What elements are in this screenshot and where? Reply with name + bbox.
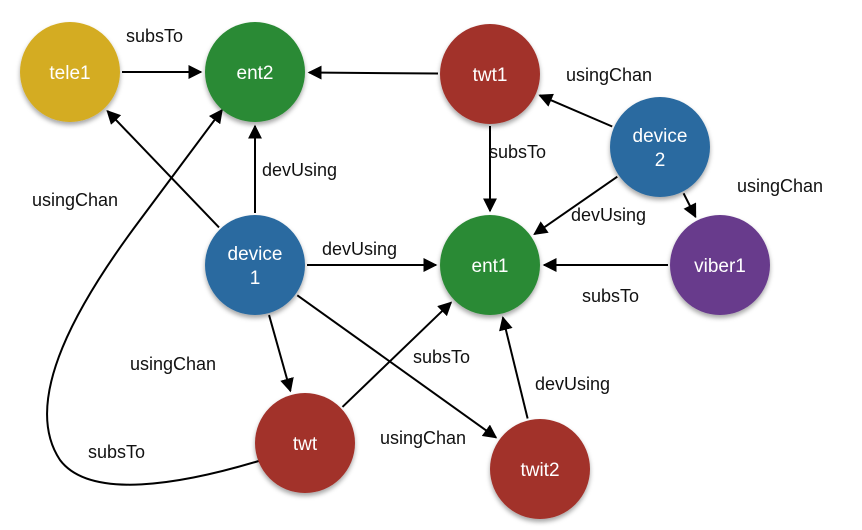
edge-device2-to-twt1: [538, 93, 613, 128]
node-label-ent2: ent2: [237, 63, 274, 84]
node-twit2[interactable]: twit2: [490, 419, 590, 519]
edge-label-device2-to-viber1: usingChan: [737, 176, 823, 196]
edge-label-device2-to-twt1: usingChan: [566, 65, 652, 85]
edge-device1-to-tele1: [106, 109, 220, 229]
edge-label-twt1-to-ent1: subsTo: [489, 142, 546, 162]
node-label-twit2: twit2: [520, 460, 559, 481]
node-circle-ent1[interactable]: [440, 215, 540, 315]
edge-label-device1-to-twit2: usingChan: [380, 428, 466, 448]
node-label-twt: twt: [293, 434, 318, 455]
edge-label-twt-to-ent1: subsTo: [413, 347, 470, 367]
node-label-device2: device: [633, 126, 688, 147]
node-label-tele1: tele1: [49, 63, 90, 84]
edge-device1-to-twit2: [296, 294, 498, 439]
node-label-device1: 1: [250, 268, 261, 289]
node-label-ent1: ent1: [472, 256, 509, 277]
edge-device2-to-viber1: [682, 192, 697, 219]
edges-layer: [46, 65, 697, 486]
node-circle-twt[interactable]: [255, 393, 355, 493]
node-twt[interactable]: twt: [255, 393, 355, 493]
edge-twt-to-ent1: [341, 301, 453, 408]
edge-device1-to-twt: [268, 314, 294, 393]
edge-label-tele1-to-ent2: subsTo: [126, 26, 183, 46]
node-circle-device2[interactable]: [610, 97, 710, 197]
node-viber1[interactable]: viber1: [670, 215, 770, 315]
node-circle-twt1[interactable]: [440, 24, 540, 124]
edge-label-viber1-to-ent1: subsTo: [582, 286, 639, 306]
edge-device2-to-ent1: [533, 175, 618, 236]
edge-twt-to-ent2: [46, 108, 263, 486]
node-circle-tele1[interactable]: [20, 22, 120, 122]
edge-labels-layer: subsTo usingChan subsTo usingChan devUsing de…: [32, 26, 823, 462]
edge-label-device1-to-ent2: devUsing: [262, 160, 337, 180]
nodes-layer: tele1 ent2 twt1 device 2 device 1 ent1 viber1 twt…: [20, 22, 770, 519]
node-label-device1: device: [228, 244, 283, 265]
node-circle-device1[interactable]: [205, 215, 305, 315]
edge-label-device1-to-ent1: devUsing: [322, 239, 397, 259]
edge-twit2-to-ent1: [499, 316, 529, 419]
node-twt1[interactable]: twt1: [440, 24, 540, 124]
node-circle-viber1[interactable]: [670, 215, 770, 315]
node-label-device2: 2: [655, 150, 666, 171]
edge-label-device1-to-twt: usingChan: [130, 354, 216, 374]
node-circle-twit2[interactable]: [490, 419, 590, 519]
edge-twt1-to-ent2: [307, 65, 439, 80]
edge-label-twit2-to-ent1: devUsing: [535, 374, 610, 394]
node-device1[interactable]: device 1: [205, 215, 305, 315]
node-ent2[interactable]: ent2: [205, 22, 305, 122]
edge-label-device1-to-tele1: usingChan: [32, 190, 118, 210]
node-label-viber1: viber1: [694, 256, 746, 277]
node-circle-ent2[interactable]: [205, 22, 305, 122]
node-label-twt1: twt1: [473, 65, 508, 86]
edge-label-twt-to-ent2: subsTo: [88, 442, 145, 462]
node-ent1[interactable]: ent1: [440, 215, 540, 315]
edge-label-device2-to-ent1: devUsing: [571, 205, 646, 225]
node-device2[interactable]: device 2: [610, 97, 710, 197]
node-tele1[interactable]: tele1: [20, 22, 120, 122]
